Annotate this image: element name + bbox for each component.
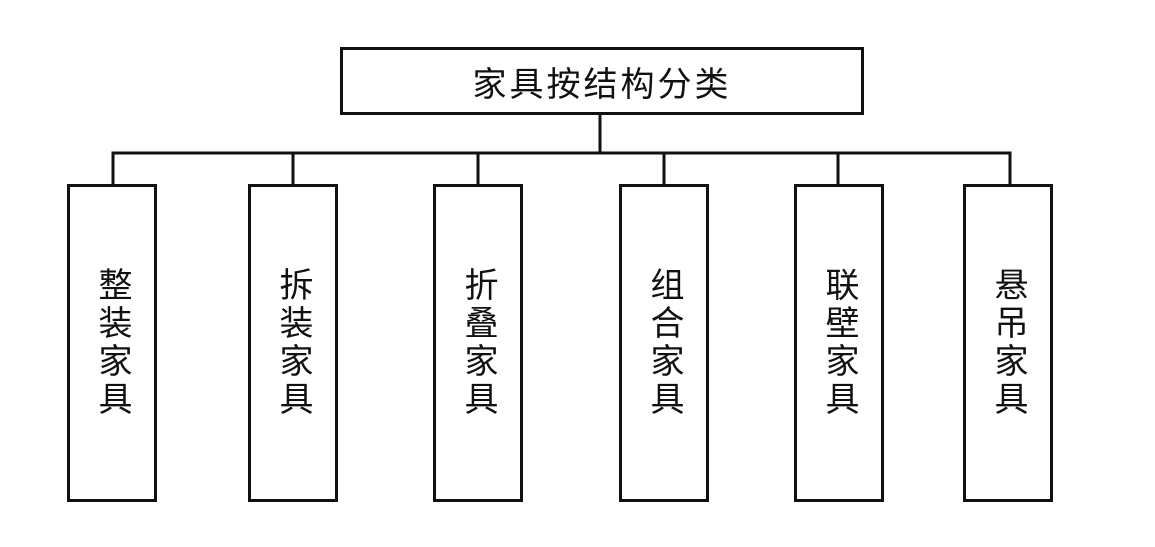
- child-node-wall-joined: 联壁家具: [794, 184, 884, 502]
- child-node-label: 折叠家具: [458, 267, 498, 419]
- child-node-combination: 组合家具: [619, 184, 709, 502]
- child-node-suspended: 悬吊家具: [963, 184, 1053, 502]
- child-node-monolithic: 整装家具: [67, 184, 157, 502]
- child-node-knockdown: 拆装家具: [248, 184, 338, 502]
- child-node-label: 悬吊家具: [988, 267, 1028, 419]
- child-node-label: 联壁家具: [819, 267, 859, 419]
- root-node: 家具按结构分类: [340, 47, 864, 115]
- child-node-label: 拆装家具: [273, 267, 313, 419]
- child-node-label: 整装家具: [92, 267, 132, 419]
- root-node-label: 家具按结构分类: [472, 64, 732, 105]
- child-node-folding: 折叠家具: [433, 184, 523, 502]
- child-node-label: 组合家具: [644, 267, 684, 419]
